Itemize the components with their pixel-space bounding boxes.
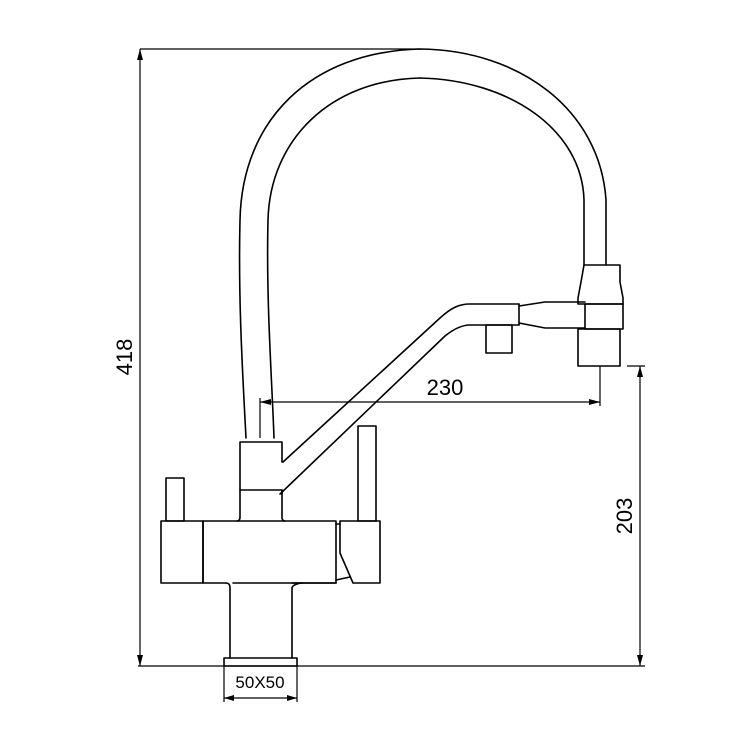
dimension-base-size: 50X50 xyxy=(223,666,298,702)
dimension-total-height: 418 xyxy=(112,48,420,666)
dimension-label-203: 203 xyxy=(612,498,637,535)
central-column xyxy=(236,441,286,522)
dimension-label-230: 230 xyxy=(427,375,464,400)
spray-head xyxy=(577,264,624,367)
mounting-shank xyxy=(223,582,337,667)
dimension-spout-height: 203 xyxy=(612,365,645,666)
dimension-label-418: 418 xyxy=(112,339,137,376)
filtered-water-spout xyxy=(279,301,586,495)
dimension-label-50x50: 50X50 xyxy=(235,673,284,692)
right-handle xyxy=(357,425,377,522)
filter-outlet-nozzle xyxy=(485,324,513,354)
body xyxy=(160,520,381,584)
dimension-spout-reach: 230 xyxy=(259,366,601,438)
left-handle xyxy=(165,477,185,522)
flexible-arched-spout xyxy=(238,48,607,439)
